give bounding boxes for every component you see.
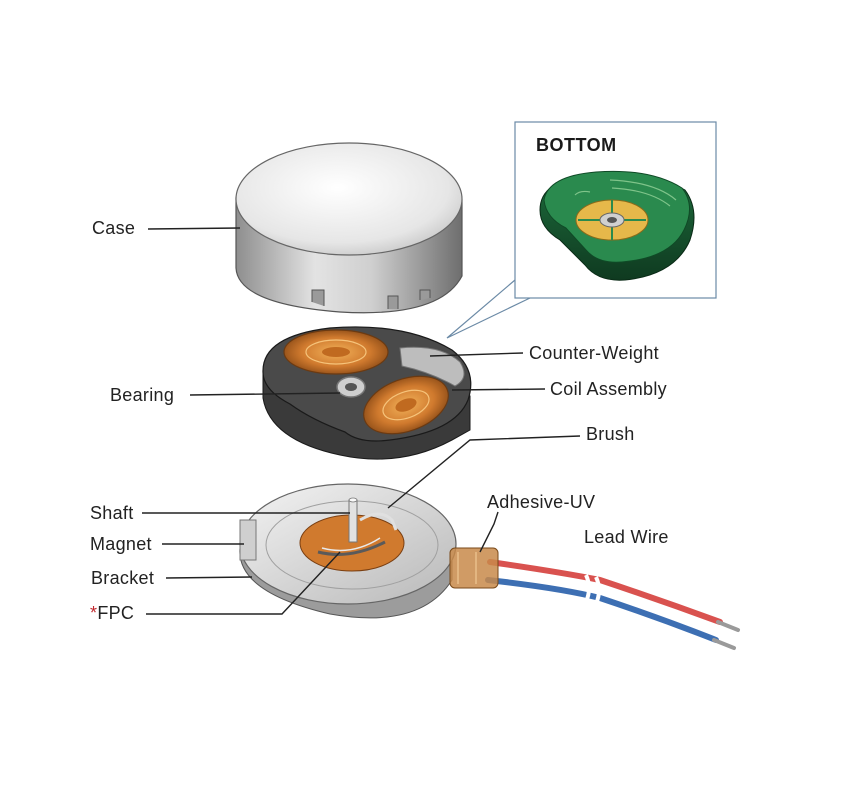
bracket-part bbox=[239, 483, 457, 619]
lead-wires bbox=[449, 547, 740, 650]
case-part bbox=[235, 142, 463, 314]
label-adhesive-uv: Adhesive-UV bbox=[487, 492, 596, 512]
leader-adhesive bbox=[479, 511, 499, 553]
leader-bracket bbox=[165, 576, 253, 579]
label-bracket: Bracket bbox=[91, 568, 155, 588]
label-coil-assembly: Coil Assembly bbox=[550, 379, 667, 399]
fpc-text: FPC bbox=[97, 603, 135, 623]
leader-counter-weight bbox=[429, 352, 524, 357]
adhesive-uv-block bbox=[449, 547, 499, 589]
leader-bearing bbox=[189, 392, 341, 396]
label-counter-weight: Counter-Weight bbox=[529, 343, 659, 363]
label-shaft: Shaft bbox=[90, 503, 134, 523]
leader-fpc bbox=[146, 551, 341, 615]
shaft-pin bbox=[348, 499, 358, 543]
label-magnet: Magnet bbox=[90, 534, 152, 554]
label-brush: Brush bbox=[586, 424, 635, 444]
inset-title: BOTTOM bbox=[536, 135, 617, 155]
inset-panel bbox=[446, 121, 717, 339]
coil-disk-part bbox=[262, 326, 472, 460]
leader-case bbox=[147, 227, 241, 230]
label-fpc: *FPC bbox=[90, 603, 134, 624]
leader-coil bbox=[451, 388, 546, 391]
fpc-asterisk: * bbox=[90, 603, 98, 623]
label-lead-wire: Lead Wire bbox=[584, 527, 669, 547]
leader-lines bbox=[142, 227, 581, 615]
label-bearing: Bearing bbox=[110, 385, 175, 405]
leader-brush bbox=[387, 435, 581, 509]
label-case: Case bbox=[92, 218, 136, 238]
